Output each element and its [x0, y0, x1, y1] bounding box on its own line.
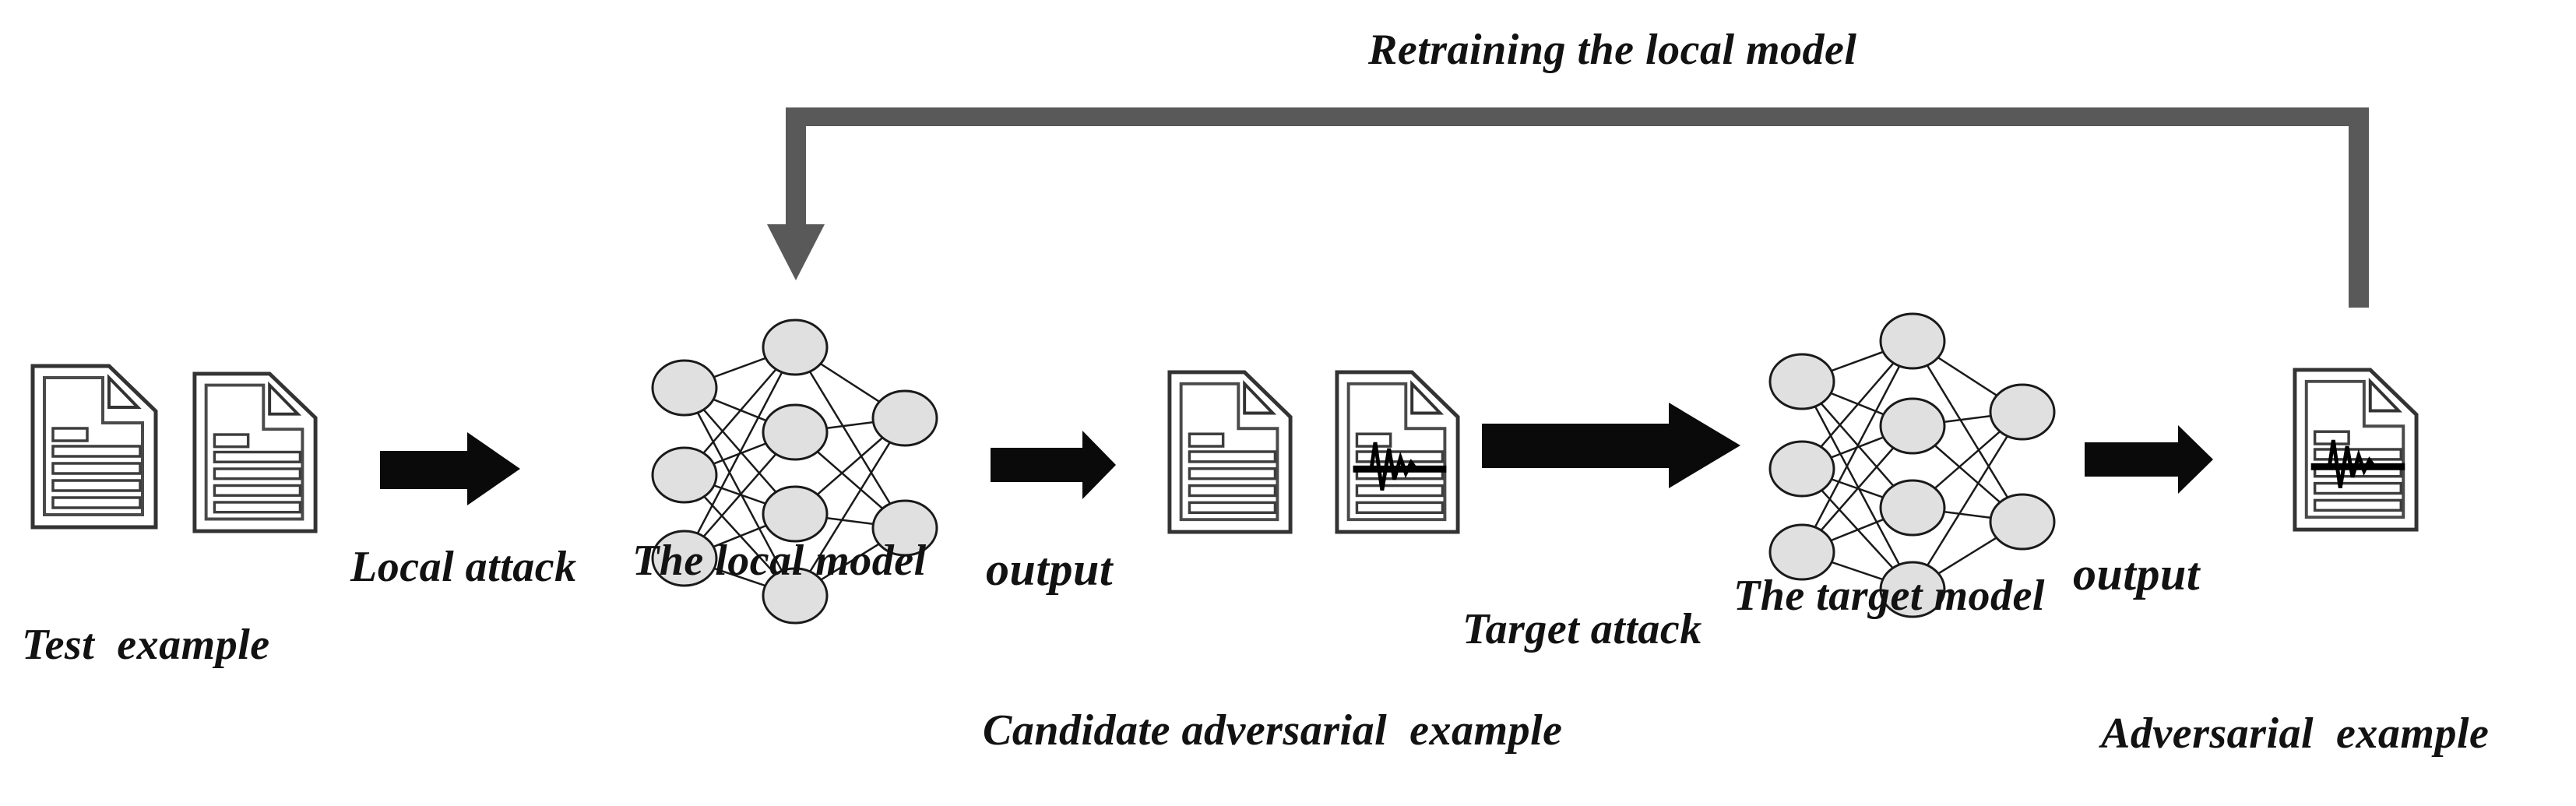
- test-document-icon: [29, 362, 160, 531]
- retraining-loop-right-bar: [2349, 107, 2369, 308]
- adversarial-example-caption: Adversarial example: [2101, 709, 2490, 758]
- retraining-loop-left-bar: [786, 107, 806, 226]
- retraining-loop-down-arrowhead-icon: [767, 224, 825, 280]
- target-output-arrow-icon: [2085, 425, 2213, 494]
- adversarial-document-perturbed-icon: [2291, 366, 2420, 533]
- local-attack-arrow-icon: [380, 432, 520, 505]
- target-output-label: output: [2073, 548, 2201, 600]
- candidate-document-icon: [1166, 368, 1294, 536]
- target-model-caption: The target model: [1733, 572, 2045, 620]
- target-attack-label: Target attack: [1462, 605, 1702, 653]
- retraining-loop-top-bar: [786, 107, 2369, 126]
- retraining-loop-label: Retraining the local model: [1368, 26, 1857, 74]
- test-example-caption: Test example: [22, 621, 270, 669]
- local-model-caption: The local model: [632, 537, 927, 585]
- candidate-document-perturbed-icon: [1333, 368, 1462, 536]
- local-model-neural-network-icon: [639, 310, 951, 633]
- target-model-neural-network-icon: [1756, 304, 2068, 627]
- candidate-example-caption: Candidate adversarial example: [983, 706, 1563, 755]
- test-document-icon: [191, 370, 319, 535]
- local-output-label: output: [986, 544, 1114, 595]
- target-attack-arrow-icon: [1482, 403, 1740, 488]
- local-attack-label: Local attack: [350, 543, 577, 591]
- local-output-arrow-icon: [991, 431, 1116, 499]
